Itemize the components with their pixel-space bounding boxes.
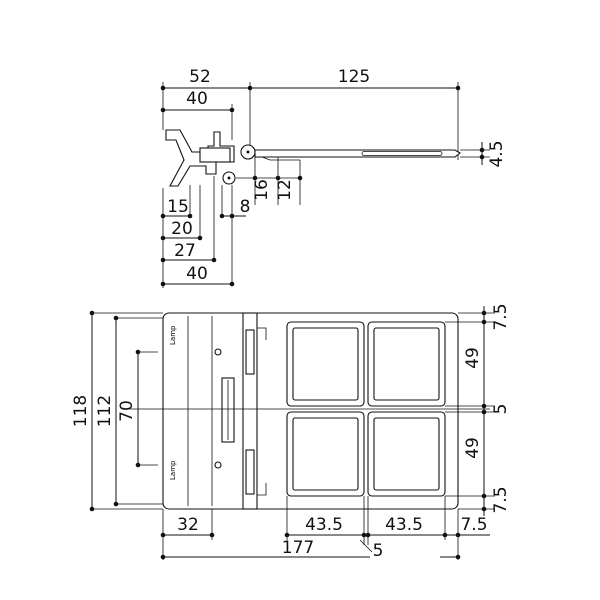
dim-dot — [89, 310, 95, 316]
leader-5 — [359, 539, 373, 553]
pad-inner — [373, 327, 440, 401]
dim-27-label: 27 — [174, 241, 196, 261]
hinge-block — [199, 147, 231, 163]
pad-inner — [292, 417, 359, 491]
dim-52-label: 52 — [189, 67, 211, 87]
hinge-knuckle-top — [245, 329, 255, 375]
dim-dot — [160, 235, 166, 241]
dim-dot — [113, 315, 119, 321]
hinge-knuckle-bottom — [245, 449, 255, 495]
dim-dot — [361, 532, 367, 538]
pad-inner — [292, 327, 359, 401]
dim-177-label: 177 — [282, 538, 314, 558]
arm-step — [261, 156, 300, 161]
dim-5-mid-label: 5 — [491, 404, 511, 415]
screw-hole — [214, 461, 222, 469]
dim-dot — [160, 554, 166, 560]
dim-dot — [455, 532, 461, 538]
dim-dot — [229, 213, 235, 219]
dim-40-label: 40 — [186, 89, 208, 109]
hinge-pin-center — [246, 150, 250, 154]
dim-dot — [187, 213, 193, 219]
hinge-clip — [257, 483, 267, 496]
dim-dot — [481, 493, 487, 499]
dim-dot — [297, 175, 303, 181]
dim-12-label: 12 — [275, 179, 295, 201]
dim-112-label: 112 — [95, 395, 115, 427]
pivot-center — [227, 176, 231, 180]
dim-dot — [135, 462, 141, 468]
dim-7-5-top-label: 7.5 — [491, 303, 511, 330]
dim-15-label: 15 — [167, 197, 189, 217]
dim-dot — [160, 213, 166, 219]
dim-dot — [197, 235, 203, 241]
dim-dot — [365, 532, 371, 538]
pad-inner — [373, 417, 440, 491]
hinge-clip — [257, 327, 267, 340]
dim-dot — [442, 532, 448, 538]
dim-dot — [113, 501, 119, 507]
dim-49-bottom-label: 49 — [463, 437, 483, 459]
dim-43-5-b-label: 43.5 — [385, 515, 423, 535]
dim-dot — [211, 257, 217, 263]
dim-20-label: 20 — [171, 219, 193, 239]
dim-dot — [479, 154, 485, 160]
dim-dot — [275, 175, 281, 181]
dim-dot — [284, 532, 290, 538]
dim-dot — [160, 281, 166, 287]
dim-dot — [481, 409, 487, 415]
dim-dot — [160, 532, 166, 538]
dim-dot — [481, 403, 487, 409]
dim-70-label: 70 — [117, 400, 137, 422]
dim-5-label: 5 — [373, 541, 384, 561]
plan-view: Lamp Lamp 118 112 70 — [71, 303, 511, 561]
dim-dot — [229, 281, 235, 287]
dim-7-5-label: 7.5 — [460, 515, 487, 535]
dim-dot — [481, 310, 487, 316]
dim-125-label: 125 — [338, 67, 370, 87]
stamp-top: Lamp — [169, 325, 177, 345]
dim-32-label: 32 — [177, 515, 199, 535]
dim-7-5-bottom-label: 7.5 — [491, 486, 511, 513]
dim-49-top-label: 49 — [463, 347, 483, 369]
dim-40b-label: 40 — [186, 264, 208, 284]
stamp-bottom: Lamp — [169, 460, 177, 480]
dim-4-5-label: 4.5 — [487, 140, 507, 167]
dim-dot — [135, 349, 141, 355]
dim-dot — [89, 506, 95, 512]
dim-dot — [219, 213, 225, 219]
screw-hole — [214, 348, 222, 356]
dim-16-label: 16 — [252, 179, 272, 201]
dim-8-label: 8 — [240, 197, 251, 217]
dim-dot — [481, 506, 487, 512]
dim-dot — [481, 319, 487, 325]
dim-dot — [479, 147, 485, 153]
dim-dot — [209, 532, 215, 538]
dim-dot — [252, 175, 258, 181]
dim-43-5-a-label: 43.5 — [305, 515, 343, 535]
side-view: 52 125 40 4.5 — [160, 67, 507, 288]
dim-dot — [160, 257, 166, 263]
dim-118-label: 118 — [71, 395, 91, 427]
arm-slot — [361, 151, 443, 156]
